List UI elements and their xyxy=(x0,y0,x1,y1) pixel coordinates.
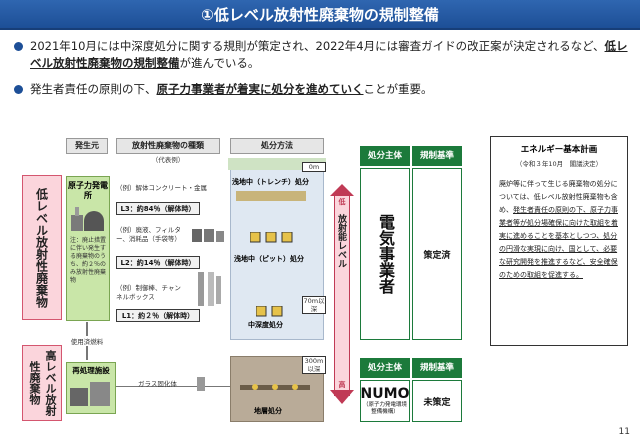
table-lower-standard-header: 規制基準 xyxy=(412,358,462,378)
glass-arrow-line xyxy=(116,386,234,387)
radiation-high-label: 高 xyxy=(338,381,346,389)
bullet-2-pre: 発生者責任の原則の下、 xyxy=(30,82,157,96)
energy-plan-box: エネルギー基本計画 （令和３年10月 閣議決定） 廃炉等に伴って生じる廃棄物の処… xyxy=(490,136,628,346)
glass-canister-icon xyxy=(197,377,205,391)
energy-plan-body-pre: 廃炉等に伴って生じる廃棄物の処分については、低レベル放射性廃棄物も含め、 xyxy=(499,180,618,214)
low-level-label: 低レベル放射性廃棄物 xyxy=(22,175,62,320)
table-lower-entity-cell: NUMO （原子力発電環境整備機構） xyxy=(360,380,410,422)
radiation-low-label: 低 xyxy=(338,198,346,206)
bullet-1-pre: 2021年10月には中深度処分に関する規則が策定され、2022年4月には審査ガイ… xyxy=(30,39,605,53)
nuclear-plant-box: 原子力発電所 注：廃止措置に伴い発生する廃棄物のうち、約２％のみ放射性廃棄物 xyxy=(66,176,110,321)
bullet-list: 2021年10月には中深度処分に関する規則が策定され、2022年4月には審査ガイ… xyxy=(14,38,630,107)
numo-label: NUMO xyxy=(360,386,410,402)
table-upper-entity-header: 処分主体 xyxy=(360,146,410,166)
bullet-dot-icon xyxy=(14,42,23,51)
page-title: ①低レベル放射性廃棄物の規制整備 xyxy=(0,0,640,30)
table-lower-entity-header: 処分主体 xyxy=(360,358,410,378)
depth-70m: 70m以深 xyxy=(302,296,326,314)
waste-example-l1: （例）制御棒、チャンネルボックス xyxy=(116,284,181,301)
reprocessing-box: 再処理施設 xyxy=(66,362,116,414)
trench-disposal-label: 浅地中（トレンチ）処分 xyxy=(232,178,309,186)
geological-repository-icon xyxy=(240,384,310,390)
table-lower-standard-cell: 未策定 xyxy=(412,380,462,422)
reprocessing-label: 再処理施設 xyxy=(72,366,110,375)
depth-300m: 300m以深 xyxy=(302,356,326,374)
header-waste-types-sub: （代表例） xyxy=(151,156,185,164)
bullet-2-emphasis: 原子力事業者が着実に処分を進めていく xyxy=(156,82,364,96)
pit-icon xyxy=(250,232,293,243)
table-upper-standard-cell: 策定済 xyxy=(412,168,462,340)
header-disposal-method: 処分方法 xyxy=(230,138,324,154)
energy-plan-body-underlined: 発生者責任の原則の下、原子力事業者等が処分場確保に向けた取組を着実に進めることを… xyxy=(499,206,618,279)
reprocessing-plant-icon xyxy=(70,382,110,406)
plant-label: 原子力発電所 xyxy=(68,181,108,200)
header-source: 発生元 xyxy=(66,138,108,154)
arrow-down-icon xyxy=(330,390,354,404)
numo-sub-label: （原子力発電環境整備機構） xyxy=(362,402,407,415)
level-l2: L2：約14％（解体時） xyxy=(116,256,200,269)
pit-disposal-label: 浅地中（ピット）処分 xyxy=(234,255,304,263)
waste-example-l2: （例）廃液、フィルター、消耗品（手袋等） xyxy=(116,226,181,243)
arrow-up-icon xyxy=(330,184,354,196)
bullet-item-2: 発生者責任の原則の下、原子力事業者が着実に処分を進めていくことが重要。 xyxy=(14,81,630,98)
plant-note: 注：廃止措置に伴い発生する廃棄物のうち、約２％のみ放射性廃棄物 xyxy=(70,237,107,284)
level-l1: L1：約２％（解体時） xyxy=(116,309,200,322)
table-upper-standard-header: 規制基準 xyxy=(412,146,462,166)
glass-label: ガラス固化体 xyxy=(138,380,177,388)
geological-disposal-label: 地層処分 xyxy=(254,407,282,415)
ground-surface xyxy=(228,158,326,170)
spent-fuel-label: 使用済燃料 xyxy=(62,336,112,346)
radiation-level-arrow xyxy=(334,194,350,396)
depth-0m: 0m xyxy=(302,162,326,172)
page-number: 11 xyxy=(618,427,630,437)
energy-plan-title: エネルギー基本計画 xyxy=(520,145,598,155)
bullet-item-1: 2021年10月には中深度処分に関する規則が策定され、2022年4月には審査ガイ… xyxy=(14,38,630,72)
waste-example-l3: （例）解体コンクリート・金属 xyxy=(116,184,207,192)
bullet-dot-icon xyxy=(14,85,23,94)
radiation-axis-label: 放射能レベル xyxy=(336,214,346,268)
level-l3: L3：約84％（解体時） xyxy=(116,202,200,215)
trench-icon xyxy=(236,191,306,201)
intermediate-disposal-label: 中深度処分 xyxy=(248,321,283,329)
bullet-1-emphasis: 低レベル放射性廃棄物の規制整備 xyxy=(30,39,628,70)
bullet-1-post: が進んでいる。 xyxy=(179,56,260,70)
high-level-label: 高レベル放射性廃棄物 xyxy=(22,345,62,421)
energy-plan-body: 廃炉等に伴って生じる廃棄物の処分については、低レベル放射性廃棄物も含め、発生者責… xyxy=(499,178,619,282)
intermediate-icon xyxy=(256,306,283,317)
table-upper-entity-cell: 電気事業者 xyxy=(360,168,410,340)
control-rod-icon xyxy=(198,272,221,306)
energy-plan-subtitle: （令和３年10月 閣議決定） xyxy=(515,160,603,168)
drum-icon xyxy=(192,229,224,242)
header-waste-types: 放射性廃棄物の種類 xyxy=(116,138,220,154)
power-plant-icon xyxy=(71,207,104,231)
bullet-2-post: ことが重要。 xyxy=(363,82,433,96)
